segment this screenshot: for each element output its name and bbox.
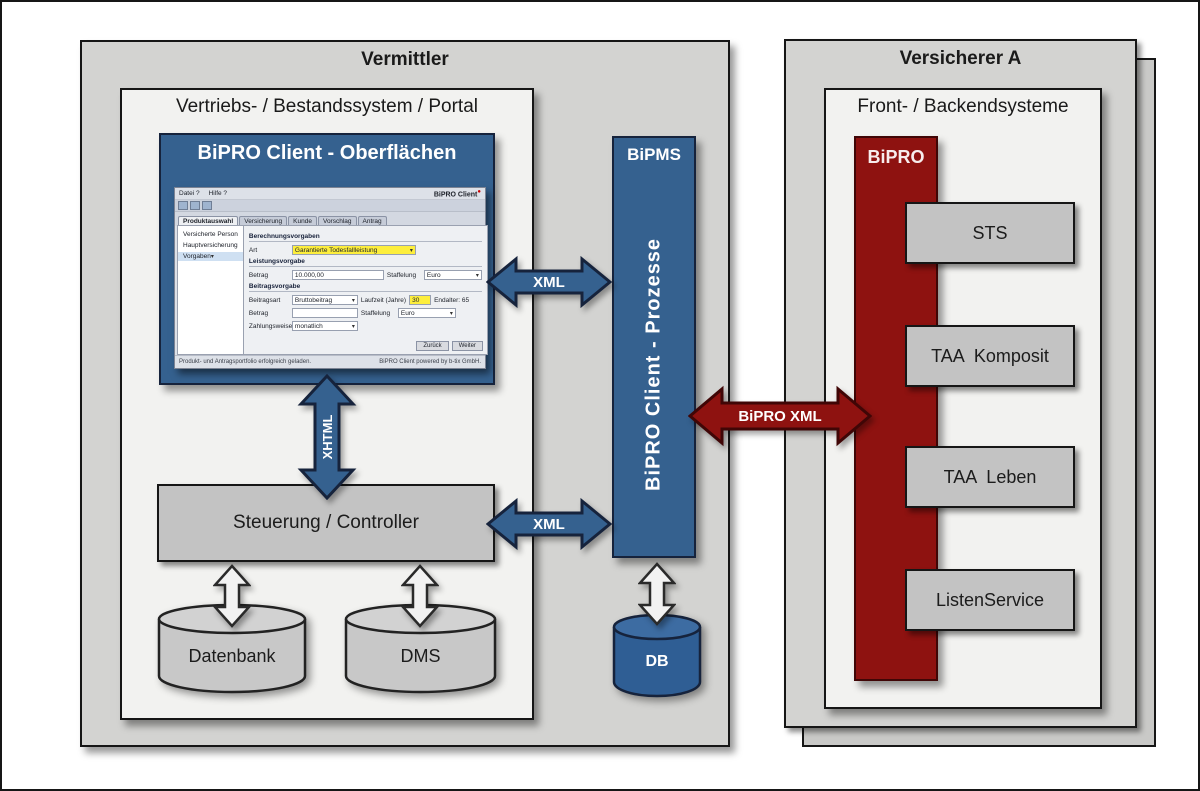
menu-hilfe[interactable]: Hilfe ? (208, 190, 228, 197)
service-listenservice: ListenService (905, 569, 1075, 631)
zahlungsweise-label: Zahlungsweise (248, 322, 293, 330)
datenbank-cylinder: Datenbank (157, 603, 307, 694)
service-sts: STS (905, 202, 1075, 264)
xhtml-arrow-label: XHTML (320, 415, 335, 460)
bipro-xml-arrow: BiPRO XML (688, 385, 872, 447)
beitragsart-label: Beitragsart (248, 296, 281, 304)
trademark-dot-icon: ● (477, 188, 481, 195)
laufzeit-label: Laufzeit (Jahre) (360, 296, 407, 304)
bipms-bar: BiPMS BiPRO Client - Prozesse (612, 136, 696, 558)
app-menubar: Datei ? Hilfe ? BiPRO Client● (175, 188, 485, 200)
controller-dms-arrow (401, 564, 439, 628)
app-content-panel: Berechnungsvorgaben Art Garantierte Tode… (243, 225, 488, 355)
section-beitragsvorgabe: Beitragsvorgabe (248, 283, 482, 292)
beitragsart-select[interactable]: Bruttobeitrag (291, 295, 358, 305)
app-statusbar: Produkt- und Antragsportfolio erfolgreic… (175, 355, 485, 368)
bipro-bar-label: BiPRO (867, 147, 925, 167)
bipro-client-title: BiPRO Client - Oberflächen (197, 142, 457, 164)
staffelung2-select[interactable]: Euro (397, 308, 456, 318)
backend-title: Front- / Backendsysteme (857, 96, 1069, 117)
nav-item-versicherte-person[interactable]: Versicherte Person (183, 231, 238, 238)
staffelung-label: Staffelung (386, 271, 417, 279)
xhtml-arrow: XHTML (297, 374, 357, 500)
toolbar-button-icon[interactable] (202, 201, 212, 210)
tab-produktauswahl[interactable]: Produktauswahl (178, 216, 239, 226)
betrag-input[interactable]: 10.000,00 (291, 270, 384, 280)
app-toolbar (175, 200, 485, 212)
service-taa-komposit: TAA Komposit (905, 325, 1075, 387)
vermittler-title: Vermittler (361, 49, 449, 70)
status-left: Produkt- und Antragsportfolio erfolgreic… (179, 359, 312, 365)
xml-arrow-bottom: XML (486, 497, 612, 551)
laufzeit-input[interactable]: 30 (409, 295, 432, 305)
tab-kunde[interactable]: Kunde (288, 216, 317, 226)
db-label: DB (645, 653, 668, 670)
nav-item-hauptversicherung[interactable]: Hauptversicherung (183, 242, 238, 249)
tab-versicherung[interactable]: Versicherung (239, 216, 288, 226)
endalter-text: Endalter: 65 (434, 296, 470, 304)
betrag2-label: Betrag (248, 309, 269, 317)
controller-datenbank-arrow (213, 564, 251, 628)
section-berechnungsvorgaben: Berechnungsvorgaben (248, 233, 482, 242)
xml-arrow-bottom-label: XML (533, 516, 565, 533)
versicherer-title: Versicherer A (899, 48, 1022, 69)
app-tabbar: Produktauswahl Versicherung Kunde Vorsch… (175, 212, 485, 226)
toolbar-button-icon[interactable] (178, 201, 188, 210)
dms-label: DMS (401, 646, 441, 666)
xml-arrow-top-label: XML (533, 274, 565, 291)
app-window-title: BiPRO Client● (433, 188, 481, 199)
weiter-button[interactable]: Weiter (451, 341, 483, 351)
app-body: Versicherte Person Hauptversicherung Vor… (177, 225, 488, 355)
staffelung-select[interactable]: Euro (423, 270, 482, 280)
db-cylinder: DB (612, 613, 702, 698)
menu-datei[interactable]: Datei ? (179, 190, 200, 197)
bipro-xml-arrow-label: BiPRO XML (738, 408, 821, 425)
app-window: Datei ? Hilfe ? BiPRO Client● Produktaus… (174, 187, 488, 369)
art-label: Art (248, 246, 258, 254)
bipms-process-label: BiPRO Client - Prozesse (642, 237, 665, 491)
zahlungsweise-select[interactable]: monatlich (291, 321, 358, 331)
service-taa-leben: TAA Leben (905, 446, 1075, 508)
app-nav-panel: Versicherte Person Hauptversicherung Vor… (177, 225, 244, 355)
art-select[interactable]: Garantierte Todesfallleistung (291, 245, 416, 255)
xml-arrow-top: XML (486, 255, 612, 309)
portal-title: Vertriebs- / Bestandssystem / Portal (175, 96, 478, 117)
tab-antrag[interactable]: Antrag (357, 216, 387, 226)
datenbank-label: Datenbank (188, 646, 276, 666)
toolbar-button-icon[interactable] (190, 201, 200, 210)
betrag-label: Betrag (248, 271, 269, 279)
tab-vorschlag[interactable]: Vorschlag (317, 216, 357, 226)
section-leistungsvorgabe: Leistungsvorgabe (248, 258, 482, 267)
staffelung2-label: Staffelung (360, 309, 391, 317)
betrag2-input[interactable] (291, 308, 358, 318)
bipms-db-arrow (638, 562, 676, 626)
bipms-title: BiPMS (627, 145, 681, 164)
nav-item-vorgaben[interactable]: Vorgaben (178, 252, 243, 261)
zurueck-button[interactable]: Zurück (416, 341, 449, 351)
status-right: BiPRO Client powered by b-tix GmbH. (379, 359, 481, 365)
